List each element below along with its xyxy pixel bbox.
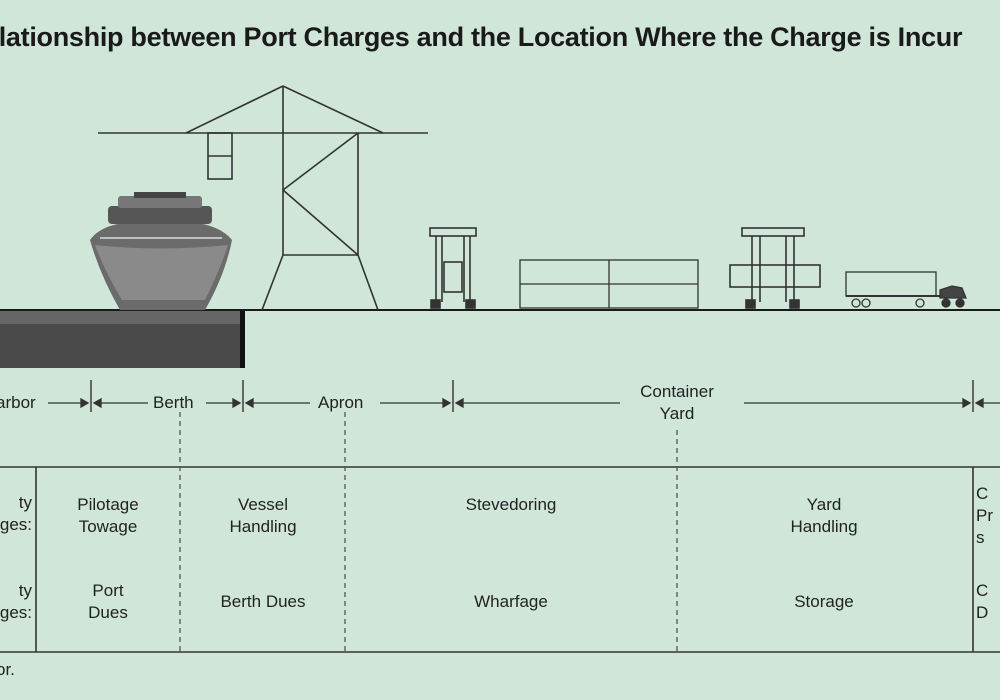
row-label-2: ty ges:	[0, 581, 32, 622]
zone-dividers	[90, 380, 974, 412]
straddle-carrier-icon	[429, 227, 477, 309]
gantry-crane-icon	[98, 85, 428, 311]
cell-storage: Storage	[794, 592, 854, 611]
cell-vessel-handling: Vessel Handling	[229, 495, 297, 536]
cell-stevedoring: Stevedoring	[465, 495, 557, 514]
cell-clipped-2: C D	[976, 581, 989, 622]
diagram-title: elationship between Port Charges and the…	[0, 22, 963, 52]
straddle-carrier-with-container-icon	[729, 227, 821, 309]
zone-arrows	[48, 397, 1000, 409]
ship-icon	[90, 192, 232, 310]
cell-clipped-1: C Pr s	[976, 484, 993, 547]
zone-label-berth: Berth	[153, 393, 194, 412]
cell-yard-handling: Yard Handling	[790, 495, 858, 536]
quay-ground	[0, 309, 1000, 368]
dashed-dividers	[179, 412, 678, 652]
truck-icon	[845, 271, 967, 308]
container-stack-icon	[519, 259, 699, 309]
charges-table-grid	[0, 466, 1000, 653]
zone-label-harbor: arbor	[0, 393, 36, 412]
row-label-1: ty ges:	[0, 493, 32, 534]
footnote: or.	[0, 660, 15, 679]
cell-wharfage: Wharfage	[474, 592, 548, 611]
cell-pilotage-towage: Pilotage Towage	[77, 495, 139, 536]
cell-port-dues: Port Dues	[88, 581, 128, 622]
zone-label-container-yard: Container Yard	[640, 382, 714, 423]
zone-label-apron: Apron	[318, 393, 364, 412]
cell-berth-dues: Berth Dues	[220, 592, 306, 611]
